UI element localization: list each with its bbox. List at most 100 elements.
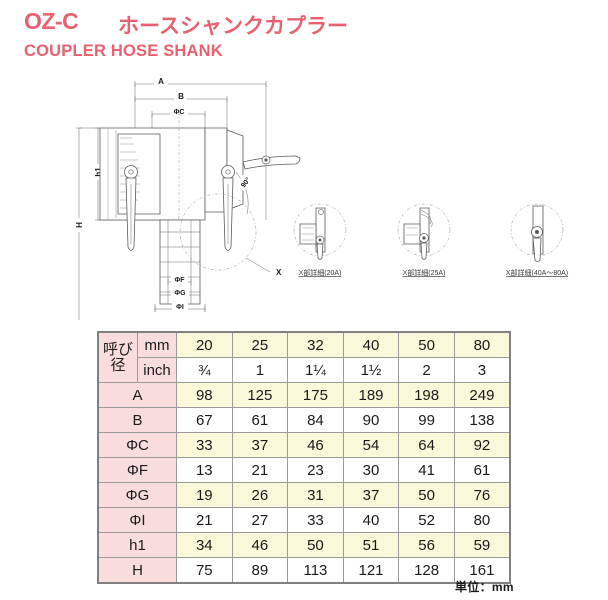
row-label-phi-c: ΦC <box>97 432 177 458</box>
cell-h1-1: 46 <box>231 532 289 558</box>
row-label-h1: h1 <box>97 532 177 558</box>
cell-phi-g-5: 76 <box>453 482 511 508</box>
table-row-h1: h1 34 46 50 51 56 59 <box>97 532 511 558</box>
row-label-phi-i: ΦI <box>97 507 177 533</box>
cell-a-5: 249 <box>453 382 511 408</box>
cell-inch-3: 1½ <box>342 357 400 383</box>
cell-inch-2: 1¼ <box>287 357 344 383</box>
cell-h-1: 89 <box>231 557 289 584</box>
cell-mm-4: 50 <box>398 331 455 358</box>
table-row-phi-g: ΦG 19 26 31 37 50 76 <box>97 482 511 508</box>
row-label-a: A <box>97 382 177 408</box>
cell-inch-5: 3 <box>453 357 511 383</box>
cell-phi-i-3: 40 <box>342 507 400 533</box>
dimension-phi-i: ΦI <box>154 302 206 312</box>
cell-h1-3: 51 <box>342 532 400 558</box>
cell-a-2: 175 <box>287 382 344 408</box>
dimension-phi-g: ΦG <box>159 288 201 298</box>
dim-label-phi-g: ΦG <box>174 290 186 297</box>
cell-h-2: 113 <box>287 557 344 584</box>
page-header: OZ-C ホースシャンクカプラー COUPLER HOSE SHANK <box>0 0 608 72</box>
cell-phi-i-2: 33 <box>287 507 344 533</box>
cell-phi-c-5: 92 <box>453 432 511 458</box>
cell-mm-5: 80 <box>453 331 511 358</box>
cell-phi-c-2: 46 <box>287 432 344 458</box>
row-label-phi-g: ΦG <box>97 482 177 508</box>
cell-h1-5: 59 <box>453 532 511 558</box>
table-row-phi-f: ΦF 13 21 23 30 41 61 <box>97 457 511 483</box>
cell-b-2: 84 <box>287 407 344 433</box>
detail-caption-25a: X部詳細(25A) <box>403 268 446 277</box>
cell-h-0: 75 <box>176 557 233 584</box>
cell-b-0: 67 <box>176 407 233 433</box>
cell-a-3: 189 <box>342 382 400 408</box>
cell-mm-2: 32 <box>287 331 344 358</box>
cell-a-0: 98 <box>176 382 233 408</box>
cell-mm-0: 20 <box>176 331 233 358</box>
detail-circle-x: X <box>179 193 282 277</box>
cell-phi-f-3: 30 <box>342 457 400 483</box>
nominal-diameter-label: 呼び径 <box>97 331 138 383</box>
table-row-h: H 75 89 113 121 128 161 <box>97 557 511 584</box>
cell-phi-c-1: 37 <box>231 432 289 458</box>
cell-phi-i-4: 52 <box>398 507 455 533</box>
cell-phi-g-0: 19 <box>176 482 233 508</box>
table-row-phi-c: ΦC 33 37 46 54 64 92 <box>97 432 511 458</box>
cell-phi-g-4: 50 <box>398 482 455 508</box>
cell-phi-i-5: 80 <box>453 507 511 533</box>
table-row-mm: 呼び径 mm 20 25 32 40 50 80 <box>97 331 511 383</box>
table-row-inch: inch ¾ 1 1¼ 1½ 2 3 <box>98 357 511 383</box>
cell-a-4: 198 <box>398 382 455 408</box>
dim-label-h: H <box>75 222 84 228</box>
cell-a-1: 125 <box>231 382 289 408</box>
cell-h1-2: 50 <box>287 532 344 558</box>
cell-h1-0: 34 <box>176 532 233 558</box>
dimension-phi-f: ΦF <box>167 275 192 285</box>
cell-phi-f-5: 61 <box>453 457 511 483</box>
product-title-jp: ホースシャンクカプラー <box>118 15 348 38</box>
cell-phi-f-2: 23 <box>287 457 344 483</box>
cell-phi-c-4: 64 <box>398 432 455 458</box>
table-row-a: A 98 125 175 189 198 249 <box>97 382 511 408</box>
cell-phi-c-0: 33 <box>176 432 233 458</box>
cell-phi-g-3: 37 <box>342 482 400 508</box>
unit-label-inch: inch <box>137 357 177 383</box>
table-row-b: B 67 61 84 90 99 138 <box>97 407 511 433</box>
cell-h-3: 121 <box>342 557 400 584</box>
dimension-h: H <box>74 127 100 320</box>
detail-caption-20a: X部詳細(20A) <box>299 268 342 277</box>
cam-lever-left <box>124 165 138 251</box>
cell-phi-g-1: 26 <box>231 482 289 508</box>
cell-b-5: 138 <box>453 407 511 433</box>
cell-mm-3: 40 <box>342 331 400 358</box>
cell-phi-f-4: 41 <box>398 457 455 483</box>
cell-h-5: 161 <box>453 557 511 584</box>
open-handle <box>242 155 301 170</box>
dim-label-phi-i: ΦI <box>176 304 184 311</box>
row-label-phi-f: ΦF <box>97 457 177 483</box>
cell-phi-i-1: 27 <box>231 507 289 533</box>
detail-view-20a: X部詳細(20A) <box>293 203 347 277</box>
dim-label-h1: h1 <box>94 167 103 177</box>
specification-table: 呼び径 mm 20 25 32 40 50 80 inch ¾ 1 1¼ 1½ … <box>97 331 511 584</box>
cell-phi-g-2: 31 <box>287 482 344 508</box>
cell-phi-i-0: 21 <box>176 507 233 533</box>
row-label-b: B <box>97 407 177 433</box>
cell-phi-f-1: 21 <box>231 457 289 483</box>
cam-lever-right <box>221 165 235 251</box>
cell-h1-4: 56 <box>398 532 455 558</box>
detail-pointer-label: X <box>276 268 282 277</box>
cell-inch-4: 2 <box>398 357 455 383</box>
detail-view-25a: X部詳細(25A) <box>397 203 451 277</box>
cell-phi-f-0: 13 <box>176 457 233 483</box>
detail-view-40a-80a: X部詳細(40A～80A) <box>506 203 568 277</box>
cell-inch-1: 1 <box>231 357 289 383</box>
product-title-en: COUPLER HOSE SHANK <box>24 42 223 60</box>
cell-inch-0: ¾ <box>176 357 233 383</box>
product-code: OZ-C <box>24 8 79 34</box>
unit-label-mm: mm <box>137 331 177 358</box>
cell-h-4: 128 <box>398 557 455 584</box>
dimension-b: B <box>134 91 228 142</box>
cell-phi-c-3: 54 <box>342 432 400 458</box>
cell-b-4: 99 <box>398 407 455 433</box>
